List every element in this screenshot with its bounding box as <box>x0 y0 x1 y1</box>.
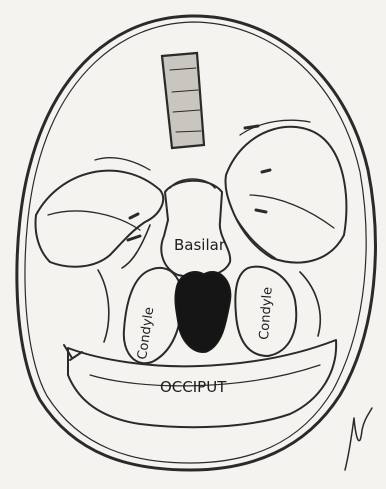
occiput-label: OCCIPUT <box>160 378 227 396</box>
right-temporal-region <box>225 127 346 263</box>
basilar-process <box>161 181 230 277</box>
right-mark <box>245 126 270 212</box>
condyle-left-label: Condyle <box>135 306 157 360</box>
foramen-magnum <box>175 272 230 352</box>
left-temporal-detail <box>48 158 150 230</box>
artist-signature <box>345 408 372 470</box>
vomer-block <box>162 53 204 148</box>
right-wing-line <box>236 218 320 336</box>
left-temporal-region <box>36 171 164 267</box>
condyle-right-label: Condyle <box>257 287 276 341</box>
basilar-label: Basilar <box>174 236 226 254</box>
